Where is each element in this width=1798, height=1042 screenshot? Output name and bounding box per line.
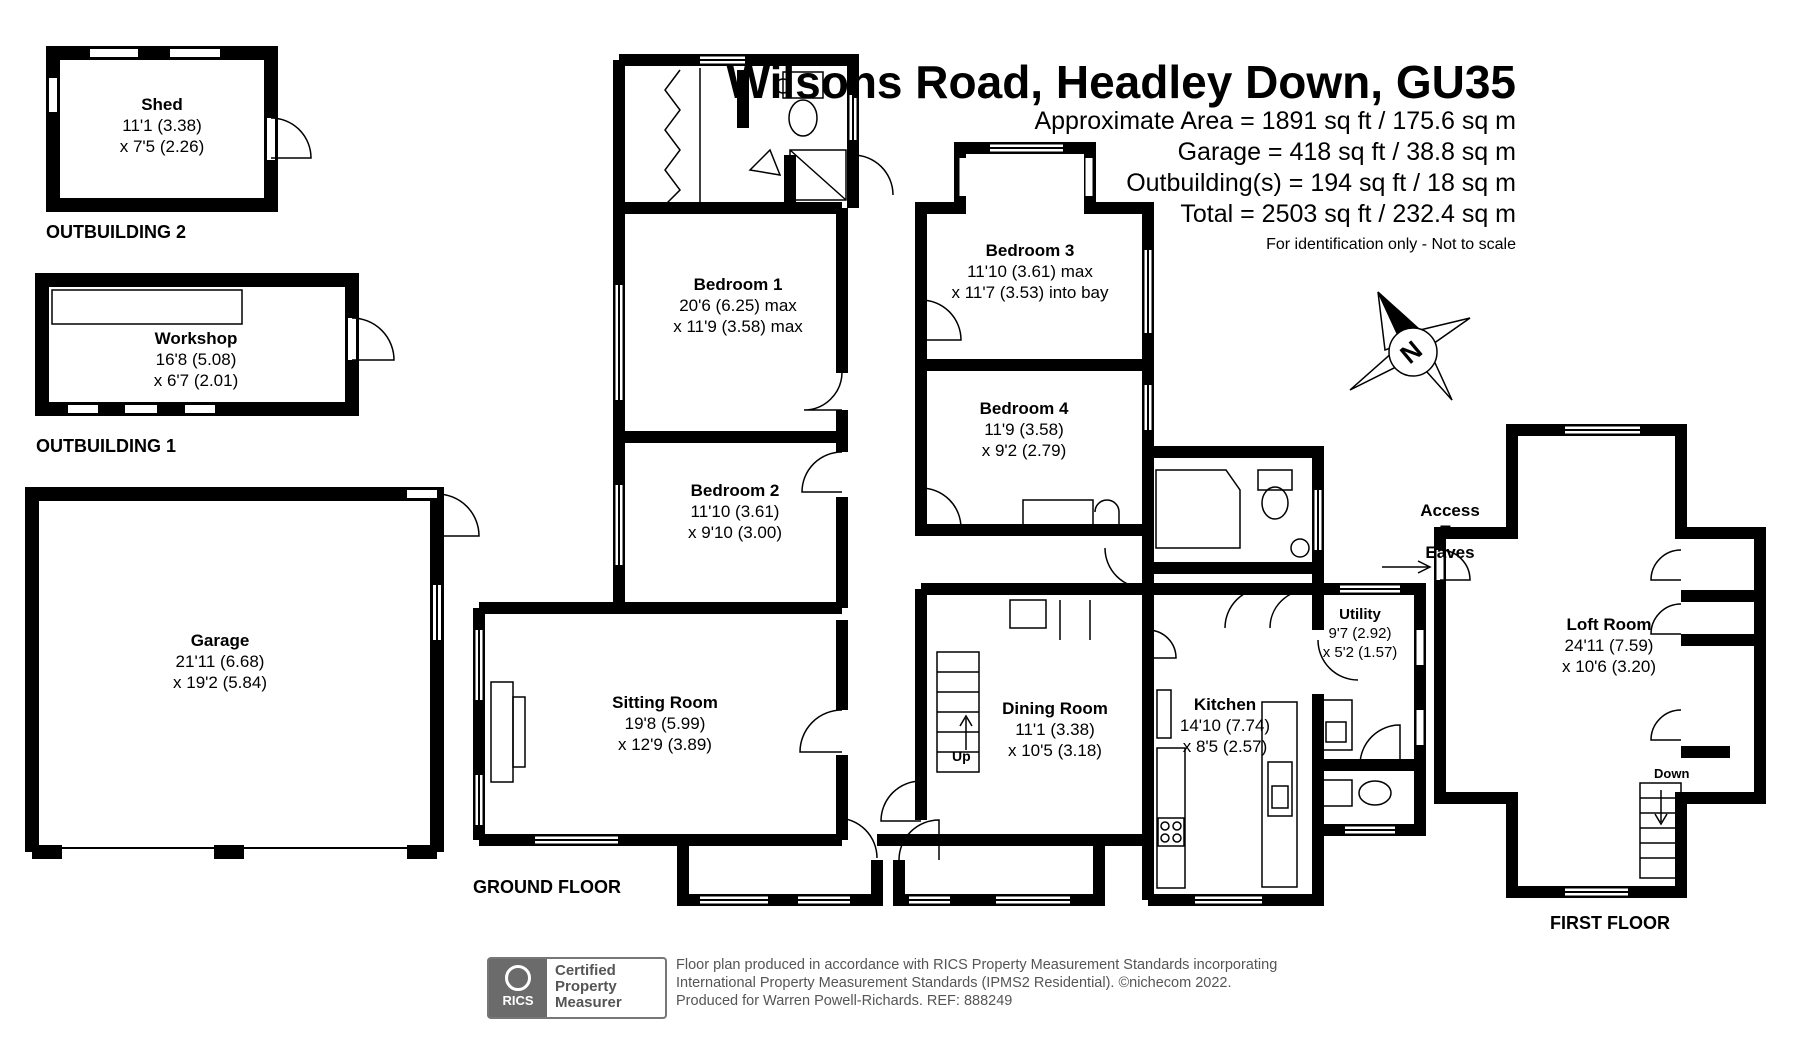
- room-dimension: x 9'2 (2.79): [981, 441, 1067, 460]
- room-dimension: x 6'7 (2.01): [153, 371, 239, 390]
- room-shed: Shed 11'1 (3.38) x 7'5 (2.26): [120, 94, 205, 157]
- shed-windows: [49, 49, 275, 160]
- outbuilding-1-label: OUTBUILDING 1: [36, 436, 177, 456]
- eaves-line: Eaves: [1425, 543, 1475, 562]
- rics-logo: RICS: [489, 959, 547, 1017]
- room-dimension: x 11'9 (3.58) max: [673, 317, 803, 336]
- room-name: Shed: [141, 95, 183, 114]
- room-bedroom-1: Bedroom 1 20'6 (6.25) max x 11'9 (3.58) …: [673, 274, 803, 337]
- room-dimension: x 12'9 (3.89): [618, 735, 712, 754]
- footer-disclaimer: Floor plan produced in accordance with R…: [676, 956, 1277, 1010]
- room-name: Bedroom 1: [693, 275, 783, 294]
- room-dining-room: Dining Room 11'1 (3.38) x 10'5 (3.18): [1002, 698, 1108, 761]
- room-garage: Garage 21'11 (6.68) x 19'2 (5.84): [173, 630, 267, 693]
- room-name: Loft Room: [1566, 615, 1652, 634]
- room-name: Kitchen: [1193, 695, 1257, 714]
- eaves-line: To: [1440, 522, 1460, 541]
- room-bedroom-2: Bedroom 2 11'10 (3.61) x 9'10 (3.00): [688, 480, 782, 543]
- room-dimension: x 9'10 (3.00): [688, 523, 782, 542]
- room-dimension: 21'11 (6.68): [175, 652, 265, 671]
- footer-line: International Property Measurement Stand…: [676, 975, 1232, 991]
- room-dimension: x 7'5 (2.26): [119, 137, 205, 156]
- footer-line: Produced for Warren Powell-Richards. REF…: [676, 993, 1013, 1009]
- room-loft: Loft Room 24'11 (7.59) x 10'6 (3.20): [1562, 614, 1656, 677]
- room-name: Workshop: [154, 329, 238, 348]
- room-name: Sitting Room: [612, 693, 718, 712]
- room-name: Dining Room: [1002, 699, 1108, 718]
- ground-floor-label: GROUND FLOOR: [473, 877, 621, 897]
- room-name: Bedroom 4: [979, 399, 1069, 418]
- garage-walls: [25, 487, 444, 859]
- eaves-line: Access: [1420, 501, 1480, 520]
- rics-certified-badge: RICS Certified Property Measurer: [487, 957, 667, 1019]
- outbuilding-area: Outbuilding(s) = 194 sq ft / 18 sq m: [1126, 169, 1516, 197]
- room-dimension: 11'1 (3.38): [1015, 720, 1095, 739]
- footer-line: Floor plan produced in accordance with R…: [676, 957, 1278, 973]
- room-workshop: Workshop 16'8 (5.08) x 6'7 (2.01): [154, 328, 239, 391]
- compass-icon: [1349, 291, 1471, 401]
- room-dimension: 11'1 (3.38): [122, 116, 202, 135]
- first-floor-label: FIRST FLOOR: [1550, 913, 1670, 933]
- first-floor-walls: [1434, 424, 1766, 898]
- fixtures: [490, 68, 1392, 889]
- room-sitting-room: Sitting Room 19'8 (5.99) x 12'9 (3.89): [612, 692, 718, 755]
- room-dimension: 11'9 (3.58): [984, 420, 1064, 439]
- room-name: Garage: [190, 631, 250, 650]
- room-dimension: x 11'7 (3.53) into bay: [951, 283, 1109, 302]
- room-dimension: 16'8 (5.08): [155, 350, 237, 369]
- ground-floor-walls: [473, 54, 1426, 906]
- room-utility: Utility 9'7 (2.92) x 5'2 (1.57): [1323, 605, 1398, 662]
- rics-badge-text: Certified Property Measurer: [555, 962, 622, 1011]
- stairs-down-label: Down: [1654, 766, 1690, 781]
- stairs-up-label: Up: [952, 748, 971, 764]
- workshop-door: [351, 317, 395, 361]
- room-bedroom-3: Bedroom 3 11'10 (3.61) max x 11'7 (3.53)…: [952, 240, 1109, 303]
- room-dimension: 19'8 (5.99): [624, 714, 706, 733]
- shed-door: [270, 117, 312, 159]
- room-dimension: x 19'2 (5.84): [173, 673, 267, 692]
- rics-logo-text: RICS: [502, 993, 534, 1008]
- room-dimension: x 5'2 (1.57): [1322, 644, 1398, 661]
- ground-floor-doors: [799, 154, 1401, 861]
- garage-area: Garage = 418 sq ft / 38.8 sq m: [1177, 138, 1516, 166]
- scale-note: For identification only - Not to scale: [1266, 236, 1516, 253]
- room-kitchen: Kitchen 14'10 (7.74) x 8'5 (2.57): [1180, 694, 1270, 757]
- room-dimension: 20'6 (6.25) max: [679, 296, 797, 315]
- property-title: Wilsons Road, Headley Down, GU35: [726, 56, 1516, 108]
- access-to-eaves-label: Access To Eaves: [1420, 500, 1480, 563]
- room-dimension: x 10'5 (3.18): [1008, 741, 1102, 760]
- total-area: Total = 2503 sq ft / 232.4 sq m: [1180, 200, 1516, 228]
- room-dimension: x 8'5 (2.57): [1182, 737, 1268, 756]
- room-name: Utility: [1339, 606, 1381, 623]
- room-bedroom-4: Bedroom 4 11'9 (3.58) x 9'2 (2.79): [980, 398, 1069, 461]
- room-dimension: x 10'6 (3.20): [1562, 657, 1656, 676]
- room-dimension: 14'10 (7.74): [1179, 716, 1271, 735]
- room-dimension: 9'7 (2.92): [1328, 625, 1392, 642]
- room-name: Bedroom 3: [985, 241, 1075, 260]
- room-name: Bedroom 2: [690, 481, 780, 500]
- outbuilding-2-label: OUTBUILDING 2: [46, 222, 187, 242]
- room-dimension: 24'11 (7.59): [1564, 636, 1654, 655]
- room-dimension: 11'10 (3.61) max: [967, 262, 1093, 281]
- workshop-bench: [51, 289, 243, 325]
- approximate-area: Approximate Area = 1891 sq ft / 175.6 sq…: [1034, 107, 1516, 135]
- room-dimension: 11'10 (3.61): [690, 502, 780, 521]
